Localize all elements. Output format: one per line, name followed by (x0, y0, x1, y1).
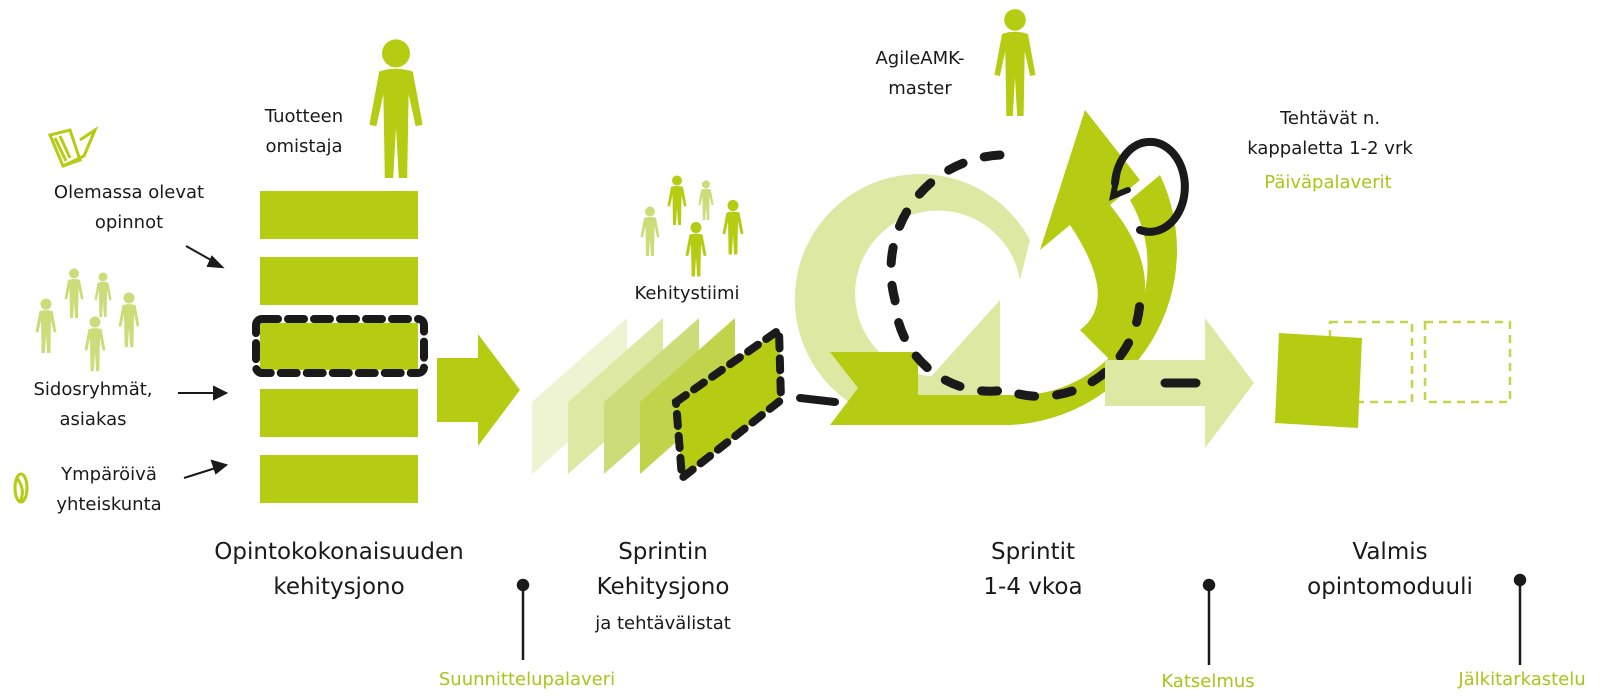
society-label: Ympäröivä yhteiskunta (56, 464, 162, 515)
timeline-markers (516, 573, 1527, 665)
daily-meetings-label: Päiväpalaverit (1264, 172, 1392, 193)
sprints-label: Sprintit 1-4 vkoa (983, 539, 1083, 600)
chain-icon (13, 472, 29, 504)
agile-master-icon (994, 9, 1036, 116)
dev-team-icon (640, 175, 744, 277)
stakeholders-people-icon (35, 268, 140, 371)
stakeholders-label: Sidosryhmät, asiakas (33, 379, 153, 430)
backlog-title: Opintokokonaisuuden kehitysjono (214, 539, 464, 600)
sprint-backlog-sheets (532, 318, 786, 486)
review-label: Katselmus (1161, 671, 1255, 692)
book-icon (47, 125, 99, 168)
sprint-backlog-title: Sprintin Kehitysjono (596, 539, 730, 600)
tasks-label: Tehtävät n. kappaletta 1-2 vrk (1247, 108, 1413, 159)
product-backlog (260, 191, 418, 503)
dev-team-label: Kehitystiimi (634, 283, 740, 304)
sprint-backlog-subtitle: ja tehtävälistat (595, 613, 731, 634)
existing-studies-label: Olemassa olevat opinnot (53, 182, 205, 233)
arrow-icon (437, 334, 520, 446)
finished-modules (1275, 320, 1512, 428)
product-owner-icon (369, 39, 423, 178)
planning-meeting-label: Suunnittelupalaveri (438, 669, 616, 690)
retrospective-label: Jälkitarkastelu (1458, 669, 1586, 690)
product-owner-label: Tuotteen omistaja (264, 106, 344, 157)
dash-link (796, 394, 839, 406)
selected-backlog-item (252, 315, 428, 377)
input-arrows (178, 245, 229, 479)
finished-module-label: Valmis opintomoduuli (1307, 539, 1473, 600)
sprint-cycle (794, 110, 1189, 425)
agile-master-label: AgileAMK- master (875, 48, 965, 99)
